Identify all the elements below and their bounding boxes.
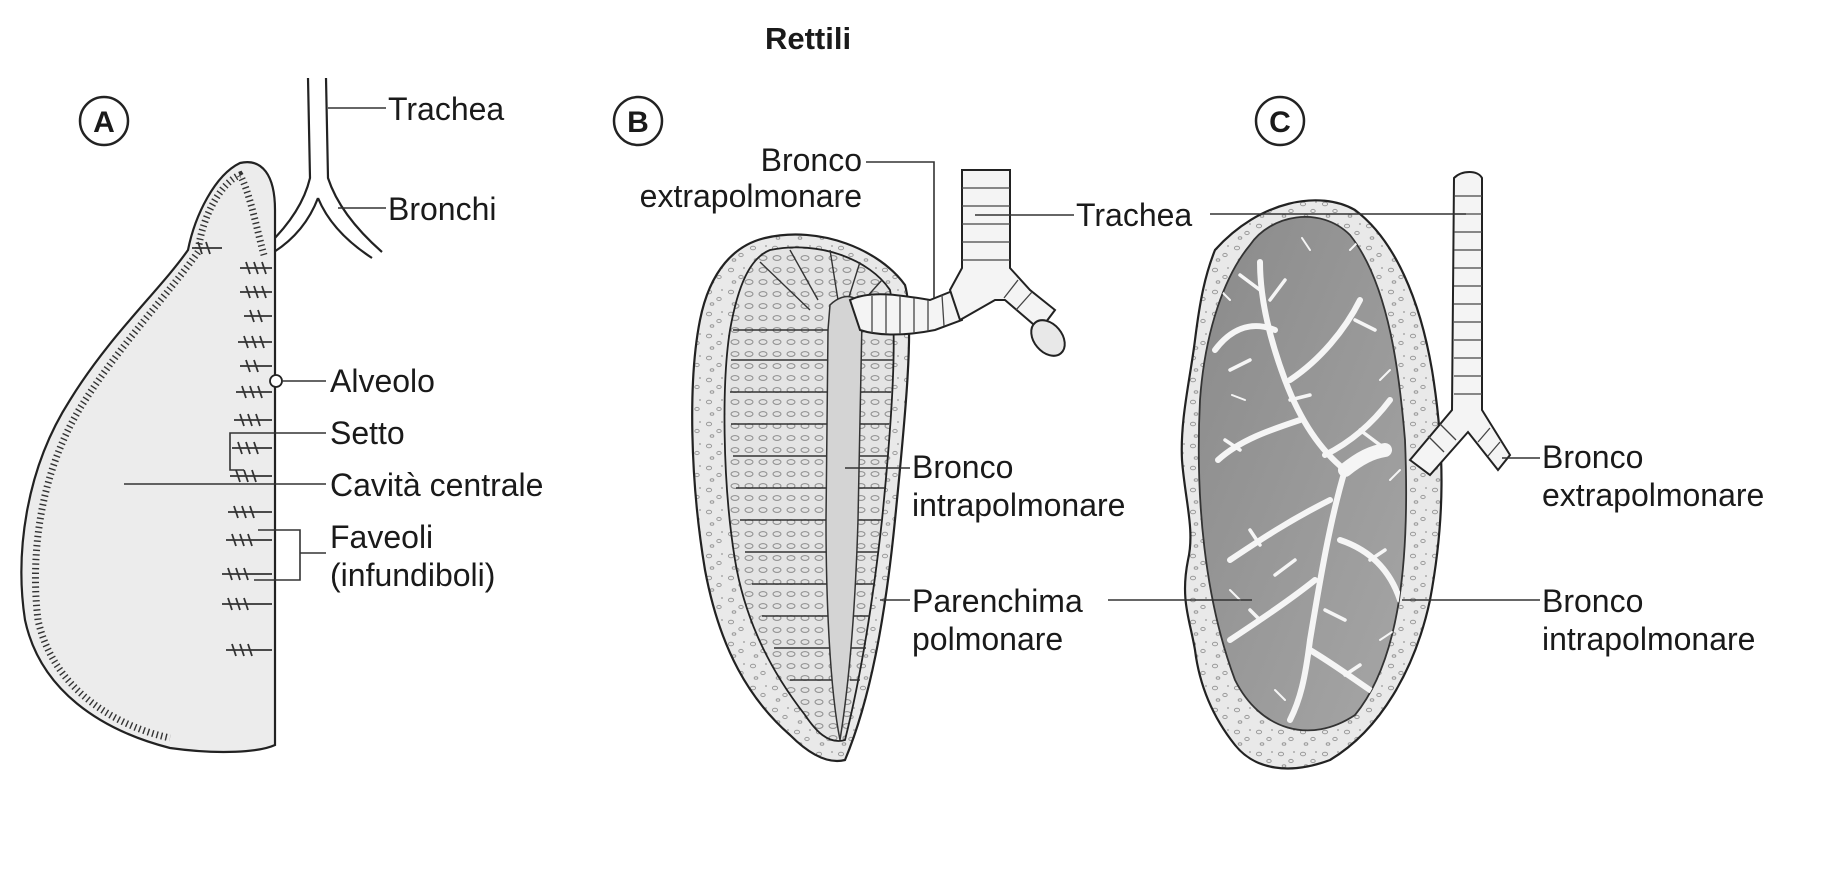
label-b-bronco-intra-2: intrapolmonare (912, 487, 1125, 523)
trachea-b (948, 169, 1057, 332)
panel-a-marker (78, 95, 130, 147)
trachea-c-rings (1427, 195, 1501, 457)
label-b-bronco-extra-1: Bronco (761, 142, 862, 178)
leader-b-bronco-extra (866, 161, 935, 298)
panel-a: A (20, 77, 543, 754)
label-a-trachea: Trachea (388, 91, 504, 127)
alveolo-marker (269, 374, 283, 388)
label-c-bronco-intra-1: Bronco (1542, 583, 1643, 619)
label-b-bronco-intra-1: Bronco (912, 449, 1013, 485)
label-c-bronco-extra-2: extrapolmonare (1542, 477, 1764, 513)
label-b-parenchima-2: polmonare (912, 621, 1063, 657)
bronchus-right-inner (316, 197, 373, 259)
bronchus-left-inner (273, 197, 320, 253)
label-c-bronco-extra-1: Bronco (1542, 439, 1643, 475)
panel-b-marker (612, 95, 664, 147)
panel-c: C Bronco extrapolmonare (1108, 95, 1764, 770)
label-b-bronco-extra-2: extrapolmonare (640, 178, 862, 214)
bronchus-b-rings (871, 294, 945, 334)
leader-a-faveoli (254, 529, 326, 581)
lung-inner-wall (31, 170, 268, 742)
panel-b-letter: B (627, 106, 649, 139)
chamber-septa (730, 249, 893, 681)
figure-title: Rettili (765, 21, 851, 56)
trachea-c (1408, 171, 1512, 477)
panel-a-letter: A (93, 106, 115, 139)
panel-c-letter: C (1269, 106, 1291, 139)
simple-lung-sac (20, 161, 277, 754)
panel-b: B Bronco (612, 95, 1192, 763)
label-b-parenchima-1: Parenchima (912, 583, 1083, 619)
label-a-setto: Setto (330, 415, 405, 451)
septa-group (192, 241, 272, 657)
label-a-faveoli-2: (infundiboli) (330, 557, 495, 593)
bronchial-tree (1212, 237, 1403, 723)
complex-lung-inner (1197, 215, 1408, 732)
label-a-faveoli-1: Faveoli (330, 519, 433, 555)
label-c-bronco-intra-2: intrapolmonare (1542, 621, 1755, 657)
label-a-cavita: Cavità centrale (330, 467, 543, 503)
leader-a-setto (229, 432, 326, 471)
trachea-b-rings (962, 187, 1033, 311)
bronchus-b-opening (1030, 319, 1066, 357)
label-a-bronchi: Bronchi (388, 191, 497, 227)
panel-c-marker (1254, 95, 1306, 147)
trachea-right-wall (324, 77, 383, 253)
label-b-trachea: Trachea (1076, 197, 1192, 233)
label-a-alveolo: Alveolo (330, 363, 435, 399)
